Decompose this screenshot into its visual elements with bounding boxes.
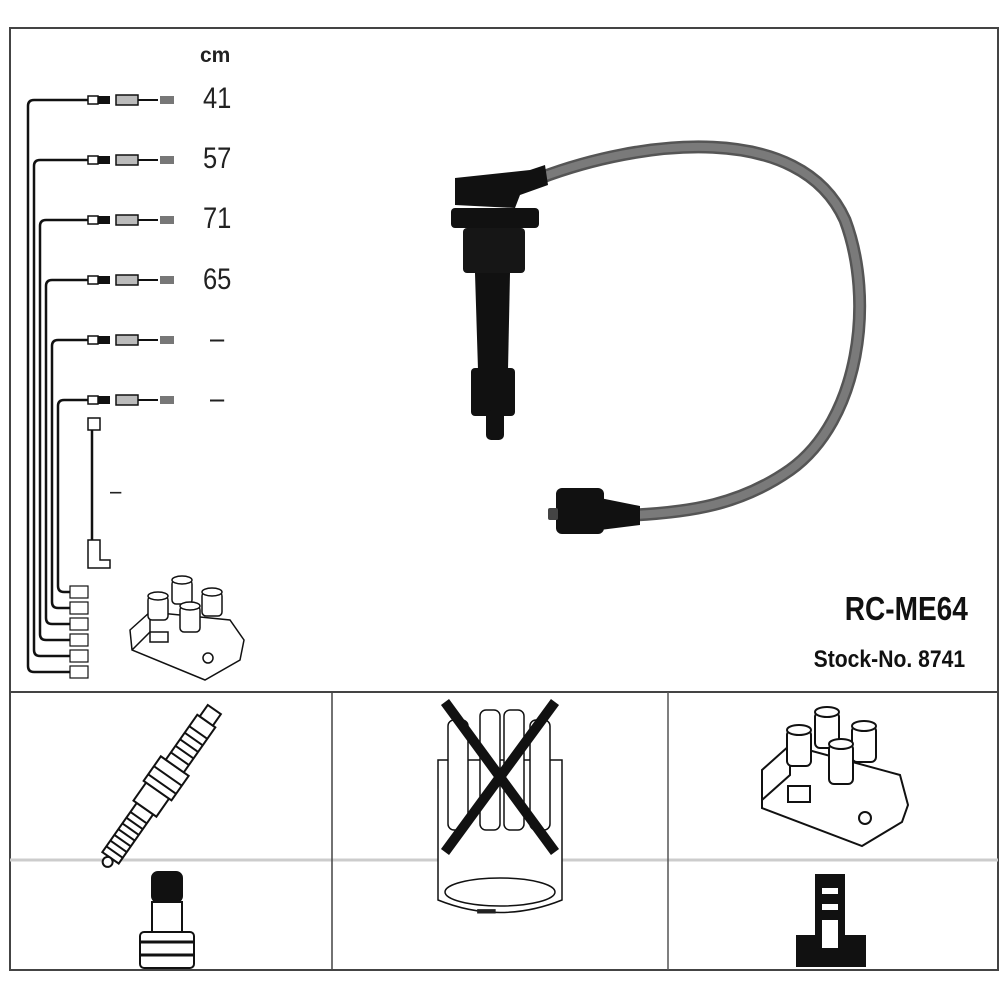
coil-terminal	[69, 617, 89, 631]
connector-body	[98, 96, 110, 104]
connector-tip	[160, 216, 174, 224]
coil-terminal-icon	[796, 874, 866, 967]
coil-terminal	[69, 649, 89, 663]
wire-length-3: 71	[203, 202, 232, 235]
wire-line	[32, 158, 88, 658]
connector-boot	[115, 94, 139, 106]
unit-label: cm	[200, 44, 231, 67]
ignition-cable-photo	[451, 140, 867, 534]
wire-line	[50, 338, 88, 610]
ignition-coil-icon	[761, 706, 910, 848]
coil-terminal	[69, 665, 89, 679]
connector-tip	[160, 156, 174, 164]
connector-sleeve	[87, 155, 99, 165]
connector-boot	[115, 394, 139, 406]
distributor-connector-none: –	[476, 884, 497, 933]
connector-body	[98, 276, 110, 284]
wire-line	[44, 278, 88, 626]
wire-length-5: –	[210, 322, 225, 355]
wire-length-6: –	[210, 382, 225, 415]
coil-pack-small-icon	[129, 575, 245, 681]
connector-body	[98, 396, 110, 404]
connector-body	[98, 336, 110, 344]
connector-body	[98, 156, 110, 164]
spark-plug-icon	[100, 703, 223, 868]
connector-boot	[115, 274, 139, 286]
coil-terminal	[69, 585, 89, 599]
coil-terminal	[69, 633, 89, 647]
connector-boot	[115, 214, 139, 226]
wire-length-1: 41	[203, 82, 232, 115]
coil-terminal	[69, 601, 89, 615]
connector-body	[98, 216, 110, 224]
connector-tip	[160, 396, 174, 404]
wire-length-4: 65	[203, 263, 232, 296]
connector-sleeve	[87, 275, 99, 285]
wire-line	[38, 218, 88, 642]
connector-sleeve	[87, 95, 99, 105]
coil-wire-ends	[87, 417, 111, 569]
connector-tip	[160, 96, 174, 104]
connector-boot	[115, 334, 139, 346]
connector-sleeve	[87, 215, 99, 225]
wire-length-2: 57	[203, 142, 232, 175]
coil-wire-length: –	[110, 478, 122, 505]
connector-tip	[160, 276, 174, 284]
wire-line	[26, 98, 88, 674]
product-code: RC-ME64	[844, 590, 968, 627]
outer-border	[9, 27, 999, 971]
connector-boot	[115, 154, 139, 166]
wire-line	[56, 398, 88, 594]
connector-sleeve	[87, 395, 99, 405]
wire-set-schematic	[26, 94, 174, 679]
stock-number: Stock-No. 8741	[813, 646, 965, 673]
plug-boot-straight-icon	[139, 871, 195, 969]
connector-tip	[160, 336, 174, 344]
distributor-cap-icon-crossed	[437, 699, 563, 914]
connector-sleeve	[87, 335, 99, 345]
